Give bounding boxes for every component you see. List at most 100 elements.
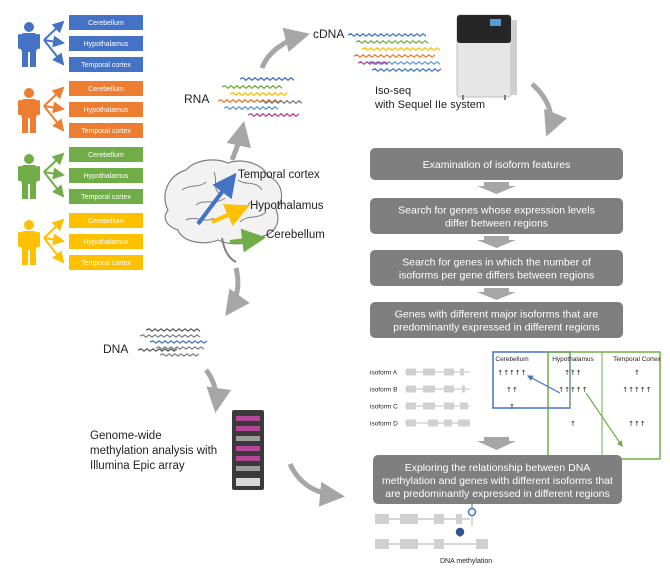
sample-arrow	[43, 233, 65, 246]
molecule-strand	[347, 32, 427, 38]
rna-to-cdna-arrow	[259, 27, 310, 70]
methylated-site-icon	[455, 527, 465, 537]
sample-label: Cerebellum	[88, 152, 124, 159]
person-icon	[18, 22, 40, 67]
methylation-gene-models: DNA methylation	[375, 503, 492, 565]
sample-arrow	[43, 35, 65, 48]
sample-box-cerebellum	[69, 15, 143, 30]
dna-methylation-label: DNA methylation	[440, 558, 492, 565]
sample-box-temporal-cortex	[69, 189, 143, 204]
isoseq-label-2: with Sequel IIe system	[374, 99, 485, 111]
sample-label: Hypothalamus	[84, 239, 129, 246]
cerebellum-arrow	[229, 228, 266, 253]
flow-down-arrow	[477, 288, 516, 300]
molecule-strand	[145, 328, 201, 332]
table-header: Temporal Cortex	[613, 356, 661, 363]
sequencer-icon	[456, 14, 517, 100]
sample-arrow	[43, 86, 65, 107]
sample-label: Temporal cortex	[81, 128, 131, 135]
final-step-line-1: Exploring the relationship between DNA	[405, 462, 591, 474]
table-row: isoform B↑↑↑↑↑↑↑↑↑↑↑↑	[370, 385, 652, 394]
molecule-strand	[229, 91, 288, 97]
hypothalamus-arrow	[211, 204, 250, 227]
flow-step-box	[370, 302, 623, 338]
final-step: Exploring the relationship between DNA m…	[373, 455, 622, 504]
sample-arrow	[43, 105, 65, 132]
expression-level-cell: ↑↑↑	[564, 369, 582, 377]
molecule-strand	[155, 346, 205, 350]
table-header: Cerebellum	[495, 356, 528, 363]
sample-label: Hypothalamus	[84, 107, 129, 114]
sample-label: Cerebellum	[88, 86, 124, 93]
sample-box-hypothalamus	[69, 168, 143, 183]
sample-arrow	[43, 171, 65, 198]
flow-step-3: Search for genes in which the number ofi…	[370, 250, 623, 286]
flow-step-text: Examination of isoform features	[423, 159, 571, 171]
final-step-line-3: are predominantly expressed in different…	[385, 488, 610, 500]
flow-step-1: Examination of isoform features	[370, 148, 623, 180]
isoform-gene-model	[405, 419, 470, 427]
person-icon	[18, 88, 40, 133]
expression-level-cell: ↑↑	[506, 386, 518, 394]
sample-label: Hypothalamus	[84, 41, 129, 48]
cdna-label: cDNA	[313, 27, 344, 41]
sample-arrow	[43, 101, 65, 114]
flow-step-4: Genes with different major isoforms that…	[370, 302, 623, 338]
molecule-strand	[217, 98, 282, 104]
sample-box-temporal-cortex	[69, 57, 143, 72]
molecule-strand	[259, 99, 303, 105]
array-to-final-arrow	[287, 462, 345, 507]
flow-step-text: predominantly expressed in different reg…	[393, 321, 599, 333]
expression-level-cell: ↑↑↑↑↑	[558, 386, 587, 394]
flow-step-text: Genes with different major isoforms that…	[395, 308, 599, 320]
sample-box-temporal-cortex	[69, 123, 143, 138]
flow-step-box	[370, 148, 623, 180]
brain-hypothalamus-label: Hypothalamus	[250, 200, 324, 212]
molecule-strand	[357, 60, 389, 66]
molecule-strand	[139, 334, 201, 338]
person-icon	[18, 154, 40, 199]
methylation-label-1: Genome-wide	[90, 430, 162, 442]
dna-molecules	[137, 328, 208, 357]
isoform-name: isoform B	[370, 387, 397, 394]
isoform-switch-arrow-green	[585, 392, 623, 447]
sample-label: Cerebellum	[88, 20, 124, 27]
flow-step-text: differ between regions	[445, 217, 548, 229]
sample-box-temporal-cortex	[69, 255, 143, 270]
molecule-strand	[247, 112, 300, 118]
sample-box-cerebellum	[69, 213, 143, 228]
isoform-name: isoform C	[370, 404, 398, 411]
sample-label: Cerebellum	[88, 218, 124, 225]
cdna-molecules	[347, 32, 442, 73]
sample-arrow	[43, 167, 65, 180]
table-header: Hypothalamus	[552, 356, 594, 363]
flow-step-box	[370, 198, 623, 234]
expression-level-cell: ↑↑↑↑↑	[622, 386, 651, 394]
sample-arrow	[43, 39, 65, 66]
molecule-strand	[239, 76, 295, 82]
isoform-gene-model	[405, 402, 470, 410]
sample-label: Temporal cortex	[81, 194, 131, 201]
temporal-cortex-arrow	[196, 172, 237, 226]
brain-to-dna-arrow	[225, 267, 250, 317]
flow-down-arrow	[477, 182, 516, 194]
flow-down-arrow	[477, 236, 516, 248]
flow-step-text: isoforms per gene differs between region…	[399, 269, 594, 281]
molecule-strand	[371, 67, 442, 73]
methylation-label-2: methylation analysis with	[90, 445, 217, 457]
isoseq-label-1: Iso-seq	[375, 85, 411, 97]
molecule-strand	[221, 84, 283, 90]
isoform-name: isoform A	[370, 370, 398, 377]
sample-arrow	[43, 237, 65, 264]
isoform-table: Cerebellum Hypothalamus Temporal Cortex iso…	[370, 351, 662, 460]
table-row: isoform C ↑	[370, 402, 515, 411]
final-step-box	[373, 455, 622, 504]
expression-level-cell: ↑	[509, 403, 515, 411]
sample-label: Temporal cortex	[81, 260, 131, 267]
